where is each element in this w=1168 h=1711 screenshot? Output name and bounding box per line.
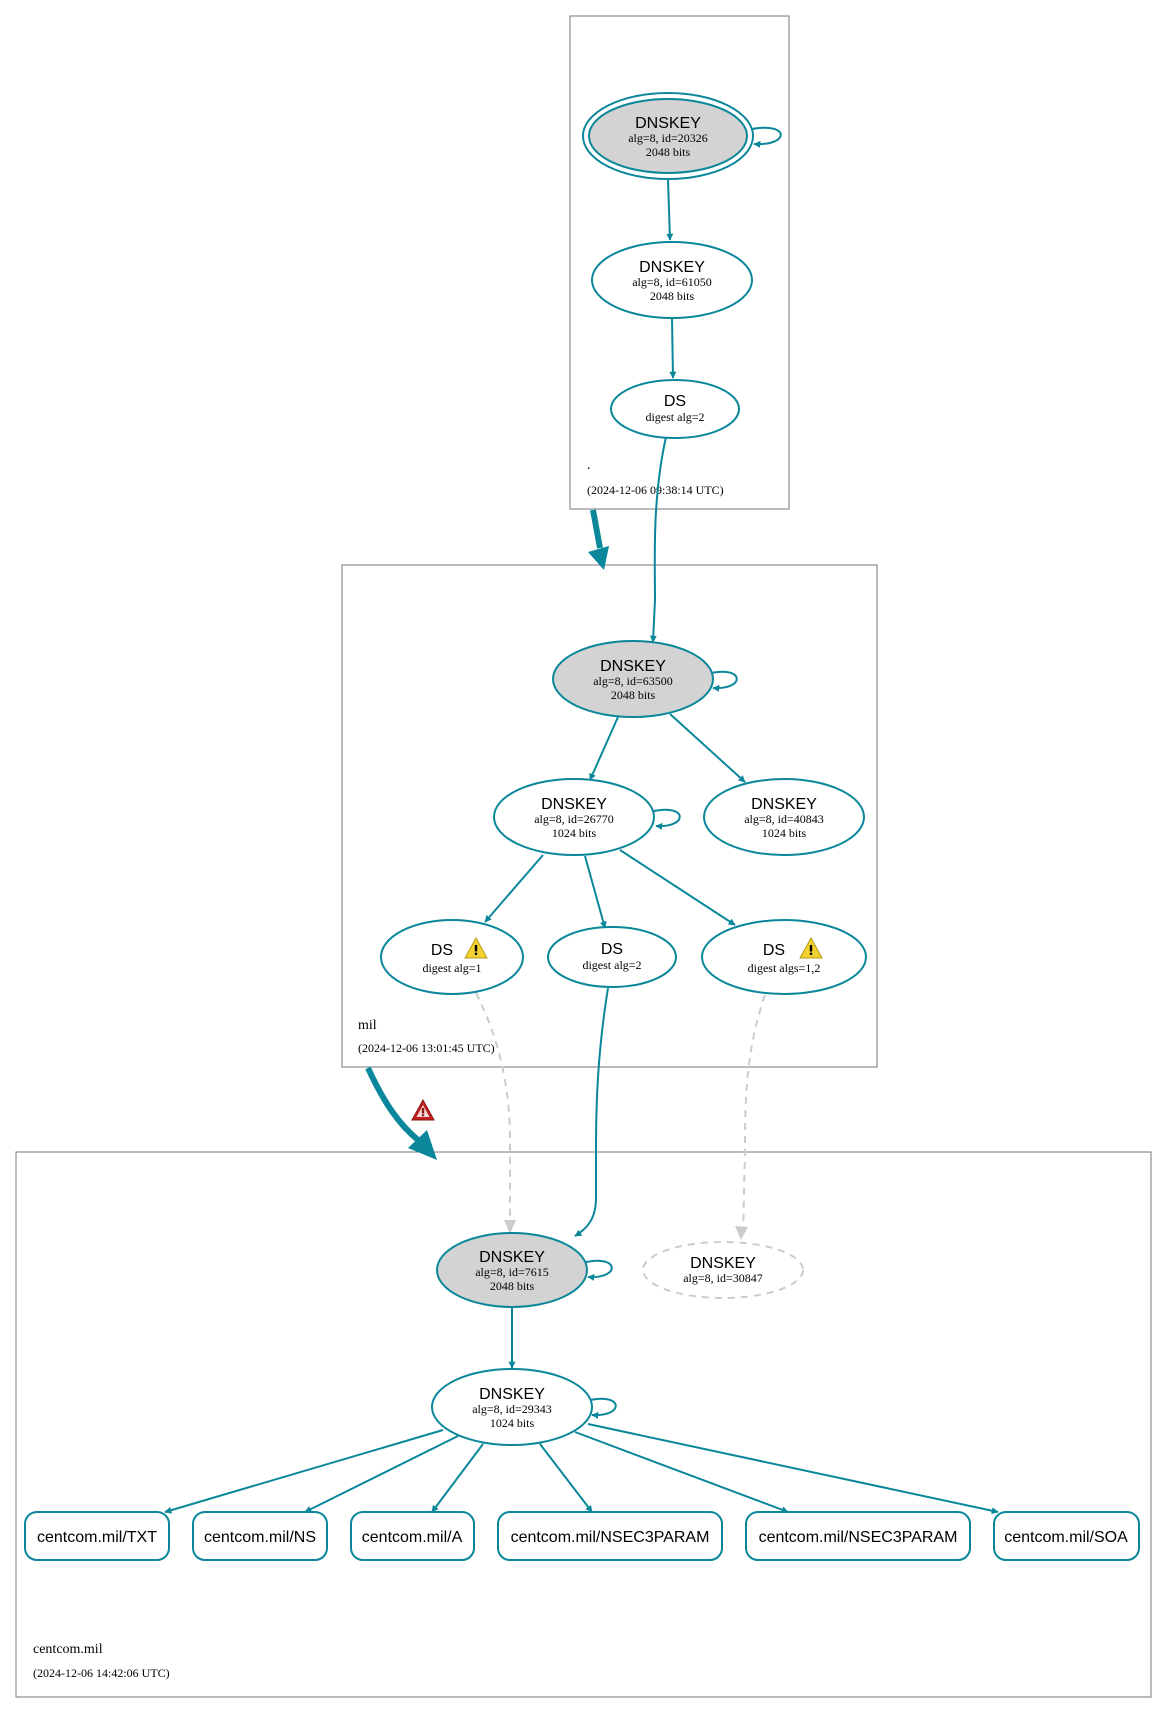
node-mil-ds3-title: DS xyxy=(763,942,785,959)
node-root-ksk-title: DNSKEY xyxy=(635,115,701,132)
node-root-ds: DS digest alg=2 xyxy=(610,379,740,439)
warning-triangle-icon xyxy=(464,936,488,959)
edge-root-ksk-to-zsk xyxy=(666,179,674,241)
edge-mil-ksk-to-zsk2 xyxy=(669,713,746,783)
record-soa-label: centcom.mil/SOA xyxy=(1004,1529,1128,1546)
self-loop-mil-ksk xyxy=(710,670,738,692)
node-mil-ds2: DS digest alg=2 xyxy=(547,926,677,988)
delegation-mil-to-centcom-head xyxy=(408,1130,437,1160)
node-root-ksk: DNSKEY alg=8, id=20326 2048 bits xyxy=(582,92,754,180)
node-mil-ds2-title: DS xyxy=(601,941,623,958)
node-mil-ds1: DS digest alg=1 xyxy=(380,919,524,995)
node-root-zsk-line1: alg=8, id=61050 xyxy=(632,275,712,289)
zone-root-cluster xyxy=(569,15,790,510)
node-cc-ksk: DNSKEY alg=8, id=7615 2048 bits xyxy=(436,1232,588,1308)
error-triangle-icon xyxy=(411,1098,435,1121)
record-txt: centcom.mil/TXT xyxy=(24,1511,170,1561)
record-txt-label: centcom.mil/TXT xyxy=(37,1529,157,1546)
node-mil-zsk1: DNSKEY alg=8, id=26770 1024 bits xyxy=(493,778,655,856)
node-mil-zsk2-title: DNSKEY xyxy=(751,796,817,813)
zone-root-name: . xyxy=(587,458,591,473)
record-nsec3param-2: centcom.mil/NSEC3PARAM xyxy=(745,1511,971,1561)
node-mil-zsk2: DNSKEY alg=8, id=40843 1024 bits xyxy=(703,778,865,856)
record-nsec3param-1: centcom.mil/NSEC3PARAM xyxy=(497,1511,723,1561)
edge-cc-zsk-to-nsec3param1 xyxy=(539,1443,593,1513)
node-mil-ksk-title: DNSKEY xyxy=(600,658,666,675)
self-loop-mil-zsk1 xyxy=(653,808,681,830)
node-cc-zsk-line2: 1024 bits xyxy=(490,1416,535,1430)
edge-cc-zsk-to-soa xyxy=(587,1423,999,1515)
edge-cc-zsk-to-nsec3param2 xyxy=(574,1431,789,1514)
node-cc-zsk-title: DNSKEY xyxy=(479,1386,545,1403)
record-ns: centcom.mil/NS xyxy=(192,1511,328,1561)
node-cc-missing-key-title: DNSKEY xyxy=(690,1255,756,1272)
edge-cc-zsk-to-txt xyxy=(164,1429,444,1514)
zone-centcom-timestamp: (2024-12-06 14:42:06 UTC) xyxy=(33,1666,170,1680)
zone-centcom-cluster xyxy=(15,1151,1152,1698)
zone-mil-cluster xyxy=(341,564,878,1068)
edge-mil-ds3-to-missing-key-dashed xyxy=(742,994,766,1239)
node-mil-ds1-line1: digest alg=1 xyxy=(422,961,481,975)
edge-mil-zsk1-to-ds2 xyxy=(584,855,607,929)
node-mil-zsk1-line2: 1024 bits xyxy=(552,826,597,840)
node-root-ds-line1: digest alg=2 xyxy=(645,410,704,424)
node-root-zsk: DNSKEY alg=8, id=61050 2048 bits xyxy=(591,241,753,319)
zone-mil-timestamp: (2024-12-06 13:01:45 UTC) xyxy=(358,1041,495,1055)
delegation-mil-to-centcom xyxy=(365,1066,420,1143)
arrowhead-dashed-2 xyxy=(735,1226,748,1240)
record-nsec3param-1-label: centcom.mil/NSEC3PARAM xyxy=(511,1529,710,1546)
self-loop-cc-zsk xyxy=(589,1397,617,1419)
node-cc-missing-key: DNSKEY alg=8, id=30847 xyxy=(642,1241,804,1299)
node-mil-zsk2-line1: alg=8, id=40843 xyxy=(744,812,824,826)
edge-mil-ds1-to-cc-ksk-dashed xyxy=(475,992,511,1218)
node-root-ksk-line2: 2048 bits xyxy=(646,145,691,159)
node-mil-ds3: DS digest algs=1,2 xyxy=(701,919,867,995)
node-mil-ds2-line1: digest alg=2 xyxy=(582,958,641,972)
node-cc-ksk-line2: 2048 bits xyxy=(490,1279,535,1293)
record-soa: centcom.mil/SOA xyxy=(993,1511,1140,1561)
node-cc-ksk-title: DNSKEY xyxy=(479,1249,545,1266)
record-ns-label: centcom.mil/NS xyxy=(204,1529,316,1546)
node-root-ksk-line1: alg=8, id=20326 xyxy=(628,131,708,145)
delegation-root-to-mil xyxy=(590,509,603,549)
edge-cc-zsk-to-ns xyxy=(304,1435,459,1513)
node-mil-ksk-line2: 2048 bits xyxy=(611,688,656,702)
warning-triangle-icon xyxy=(799,936,823,959)
edge-root-ds-to-mil-ksk xyxy=(649,436,667,643)
node-mil-ds1-title: DS xyxy=(431,942,453,959)
edge-mil-zsk1-to-ds1 xyxy=(484,854,544,923)
edge-mil-zsk1-to-ds3 xyxy=(619,849,736,926)
record-nsec3param-2-label: centcom.mil/NSEC3PARAM xyxy=(759,1529,958,1546)
self-loop-cc-ksk xyxy=(585,1259,613,1281)
node-mil-zsk1-title: DNSKEY xyxy=(541,796,607,813)
node-cc-missing-key-line1: alg=8, id=30847 xyxy=(683,1271,763,1285)
zone-mil-name: mil xyxy=(358,1018,377,1033)
edge-mil-ds2-to-cc-ksk xyxy=(574,987,609,1237)
record-a: centcom.mil/A xyxy=(350,1511,475,1561)
node-cc-zsk: DNSKEY alg=8, id=29343 1024 bits xyxy=(431,1368,593,1446)
record-a-label: centcom.mil/A xyxy=(362,1529,463,1546)
node-mil-ds3-line1: digest algs=1,2 xyxy=(748,961,821,975)
node-mil-ksk: DNSKEY alg=8, id=63500 2048 bits xyxy=(552,640,714,718)
edge-mil-ksk-to-zsk1 xyxy=(589,716,619,781)
delegation-root-to-mil-head xyxy=(588,546,609,570)
node-root-ds-title: DS xyxy=(664,393,686,410)
edge-root-zsk-to-ds xyxy=(669,317,677,379)
node-mil-zsk1-line1: alg=8, id=26770 xyxy=(534,812,614,826)
arrowhead-dashed-1 xyxy=(504,1220,516,1234)
edge-cc-zsk-to-a xyxy=(431,1443,484,1513)
node-root-zsk-title: DNSKEY xyxy=(639,259,705,276)
node-cc-ksk-line1: alg=8, id=7615 xyxy=(475,1265,549,1279)
zone-root-timestamp: (2024-12-06 09:38:14 UTC) xyxy=(587,483,724,497)
self-loop-root-ksk xyxy=(751,126,782,148)
node-mil-ksk-line1: alg=8, id=63500 xyxy=(593,674,673,688)
node-root-zsk-line2: 2048 bits xyxy=(650,289,695,303)
node-cc-zsk-line1: alg=8, id=29343 xyxy=(472,1402,552,1416)
node-mil-zsk2-line2: 1024 bits xyxy=(762,826,807,840)
zone-centcom-name: centcom.mil xyxy=(33,1642,103,1657)
